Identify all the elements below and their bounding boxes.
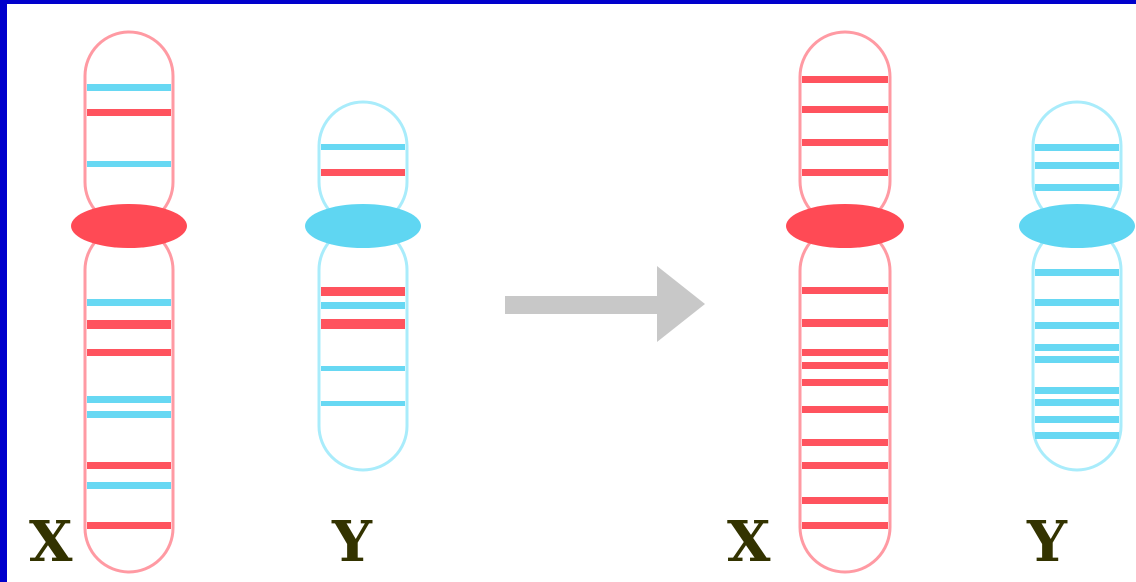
chromosome-band [321,144,405,150]
chromosome-band [1035,344,1119,351]
lower-arm [800,226,890,572]
chromosome-band [1035,269,1119,276]
chromosome-band [321,366,405,371]
chromosome-band [802,319,888,327]
centromere [786,204,904,248]
after-x-label: X [727,509,771,575]
chromosome-band [802,522,888,529]
chromosome-band [802,497,888,504]
chromosome-band [321,319,405,329]
chromosome-band [87,396,171,403]
chromosome-band [87,109,171,116]
centromere [305,204,421,248]
arrow-shaft [505,296,663,314]
chromosome-band [87,320,171,329]
chromosome-band [802,287,888,294]
chromosome-band [1035,399,1119,406]
chromosome-band [87,299,171,306]
chromosome-band [1035,416,1119,423]
chromosome-band [321,302,405,309]
chromosome-band [1035,322,1119,329]
chromosome-band [87,161,171,167]
chromosome-diagram: X Y X Y [7,4,1136,582]
before-x-label: X [29,509,73,575]
chromosome-band [802,139,888,146]
chromosome-band [321,401,405,406]
chromosome-band [802,76,888,83]
chromosome-band [87,462,171,469]
arrow-head [657,266,705,342]
chromosome-band [802,406,888,413]
chromosome-band [87,522,171,529]
centromere [1019,204,1135,248]
chromosome-band [802,169,888,176]
after-x-chromosome [786,32,904,572]
centromere [71,204,187,248]
transition-arrow [505,266,705,342]
chromosome-band [802,106,888,113]
chromosome-band [1035,356,1119,363]
chromosome-band [802,439,888,446]
chromosome-band [87,84,171,91]
chromosome-band [87,349,171,356]
chromosome-band [321,169,405,176]
chromosome-band [1035,144,1119,151]
chromosome-band [1035,387,1119,394]
chromosome-band [1035,184,1119,191]
upper-arm [85,32,173,226]
chromosome-band [802,349,888,356]
after-y-label: Y [1026,509,1068,575]
upper-arm [800,32,890,226]
chromosome-band [1035,432,1119,439]
before-x-chromosome [71,32,187,572]
after-y-chromosome [1019,102,1135,470]
before-y-label: Y [331,509,373,575]
chromosome-band [802,379,888,386]
chromosome-band [87,411,171,418]
chromosome-band [321,287,405,296]
before-y-chromosome [305,102,421,470]
chromosome-band [87,482,171,489]
chromosome-band [1035,162,1119,169]
lower-arm [319,226,407,470]
chromosome-band [1035,299,1119,306]
chromosome-band [802,362,888,369]
chromosome-band [802,462,888,469]
